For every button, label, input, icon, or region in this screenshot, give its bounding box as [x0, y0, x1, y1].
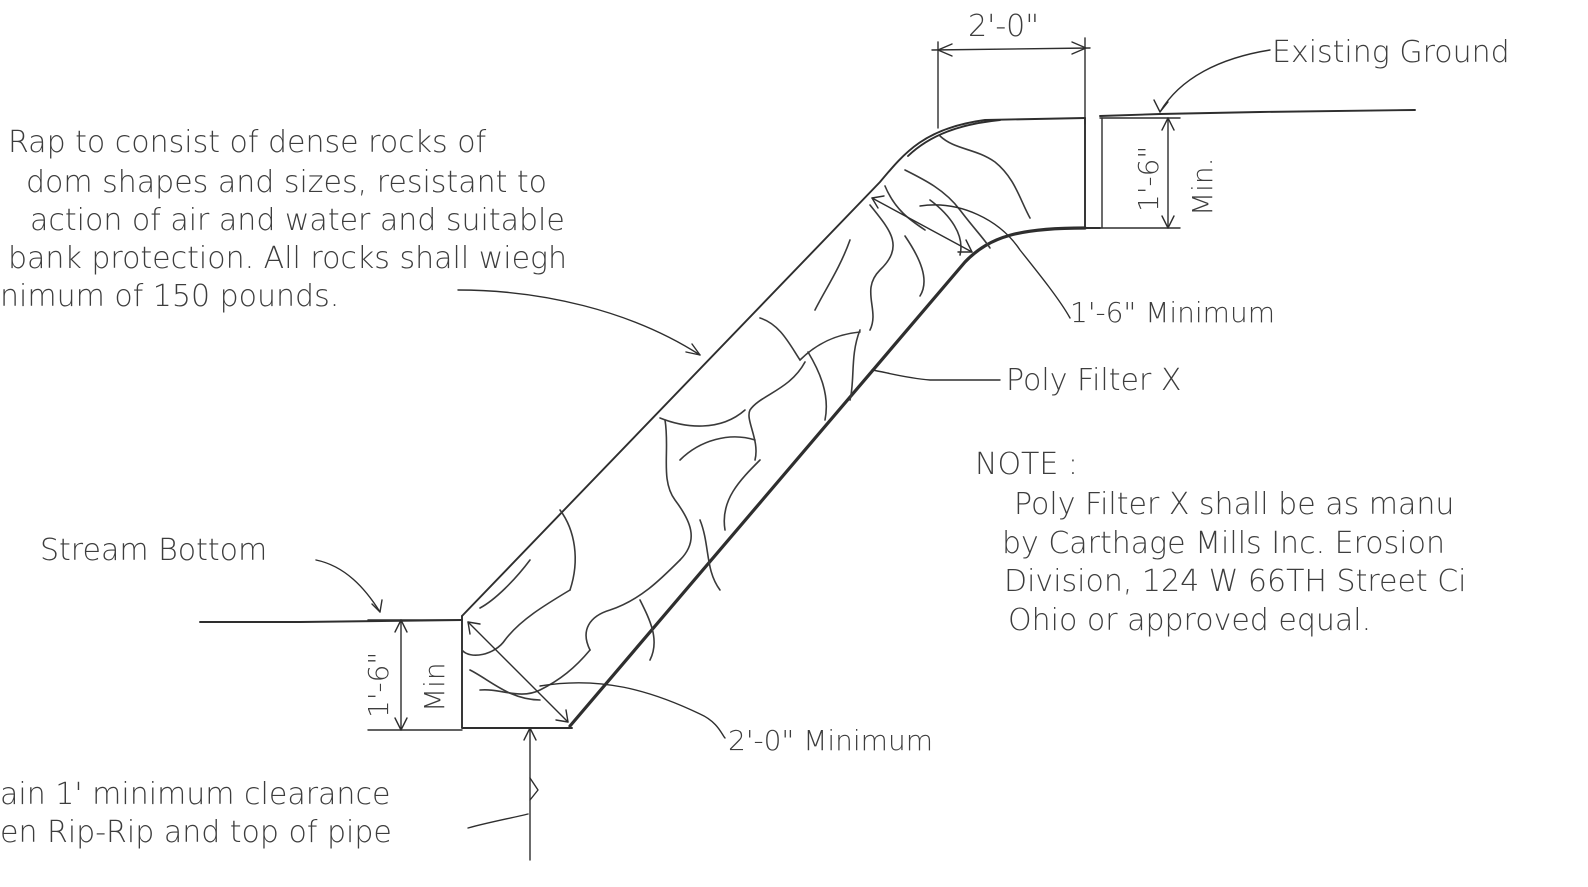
riprap-inner-face: [568, 226, 1087, 728]
toe-thickness-dimension: [467, 621, 726, 739]
general-note-heading: NOTE :: [975, 447, 1078, 482]
stream-bottom-leader: [315, 559, 381, 613]
clearance-leader: [467, 813, 529, 829]
riprap-note-line-2: dom shapes and sizes, resistant to: [26, 165, 547, 200]
top-width-dimension: [931, 37, 1091, 129]
slope-thickness-label: 1'-6" Minimum: [1070, 296, 1275, 329]
stream-bottom-leader-arrow: [371, 599, 383, 613]
riprap-note-line-4: bank protection. All rocks shall wiegh: [8, 241, 567, 276]
top-cap-block: [1084, 117, 1101, 229]
riprap-toe: [461, 615, 573, 729]
top-depth-suffix: Min.: [1186, 157, 1219, 216]
riprap-outer-face: [461, 117, 1086, 617]
riprap-note-line-3: action of air and water and suitable: [30, 203, 565, 238]
existing-ground-label: Existing Ground: [1272, 35, 1510, 70]
top-width-label: 2'-0": [968, 9, 1039, 44]
stream-bottom-label: Stream Bottom: [40, 533, 267, 568]
general-note-line-3: Division, 124 W 66TH Street Ci: [1004, 564, 1467, 599]
general-note-line-4: Ohio or approved equal.: [1008, 603, 1371, 638]
rock-pattern: [461, 135, 1031, 701]
bottom-depth-dimension: [367, 619, 463, 731]
riprap-note: Rap to consist of dense rocks of dom sha…: [0, 125, 567, 314]
general-note-line-2: by Carthage Mills Inc. Erosion: [1002, 526, 1445, 561]
pipe-clearance-line: [523, 727, 539, 861]
bottom-depth-label: 1'-6": [362, 652, 395, 718]
general-note-line-1: Poly Filter X shall be as manu: [1014, 487, 1454, 522]
top-depth-dimension: [1099, 117, 1181, 229]
riprap-note-line-1: Rap to consist of dense rocks of: [8, 125, 487, 160]
clearance-note-line-2: en Rip-Rip and top of pipe: [0, 815, 392, 850]
general-note: NOTE : Poly Filter X shall be as manu by…: [975, 447, 1467, 638]
top-depth-label: 1'-6": [1132, 146, 1165, 212]
clearance-note: ain 1' minimum clearance en Rip-Rip and …: [0, 777, 392, 850]
riprap-note-leader-arrow: [685, 343, 701, 356]
riprap-note-line-5: nimum of 150 pounds.: [0, 279, 339, 314]
poly-filter-label: Poly Filter X: [1006, 363, 1181, 398]
poly-filter-leader: [871, 369, 1001, 381]
clearance-note-line-1: ain 1' minimum clearance: [0, 777, 390, 812]
existing-ground-leader: [1159, 49, 1271, 113]
riprap-top-cap: [907, 119, 1001, 157]
slope-thickness-dimension: [871, 195, 1071, 319]
existing-ground-leader-arrow: [1153, 99, 1169, 113]
riprap-note-leader: [457, 289, 701, 356]
toe-thickness-label: 2'-0" Minimum: [728, 724, 933, 757]
existing-ground-line: [1099, 109, 1416, 117]
bottom-depth-suffix: Min: [418, 662, 451, 712]
